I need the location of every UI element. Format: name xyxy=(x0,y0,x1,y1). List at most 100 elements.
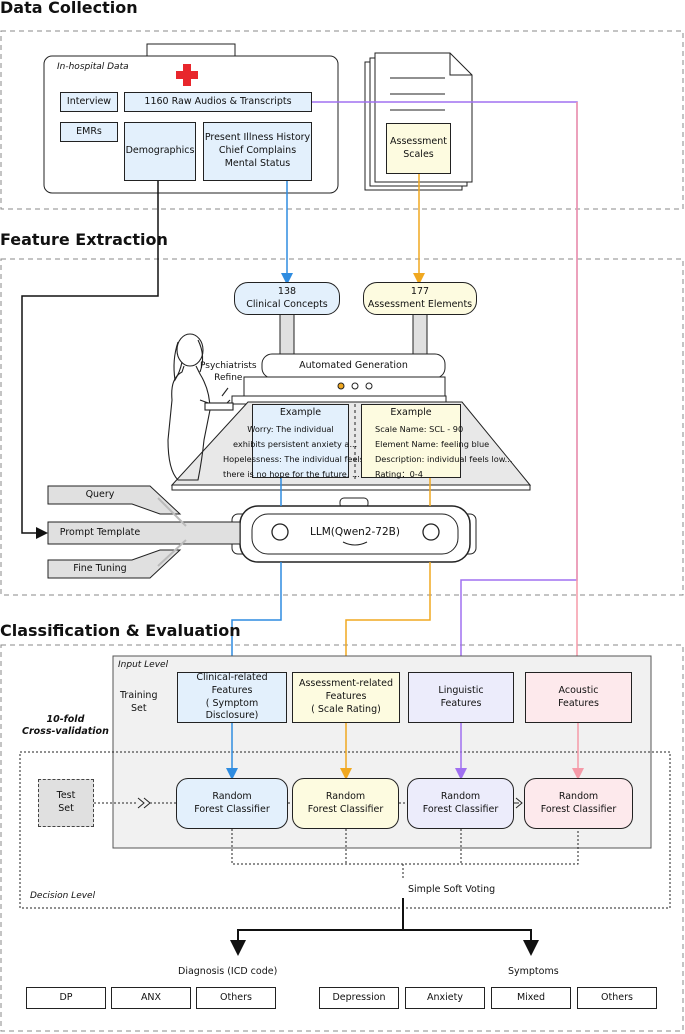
automated-generation-label: Automated Generation xyxy=(299,360,408,371)
input-level-label: Input Level xyxy=(118,660,169,670)
classifier-assessment: Random Forest Classifier xyxy=(292,778,399,829)
clinical-concepts-label: Clinical Concepts xyxy=(246,298,328,310)
chevron-fine-tuning xyxy=(47,549,182,579)
classifier-acoustic-line-1: Random xyxy=(558,790,599,802)
symptom-depression: Depression xyxy=(319,987,399,1009)
cross-validation-label: 10-fold Cross-validation xyxy=(22,714,109,739)
funnel-bottom xyxy=(171,484,531,491)
hospital-handle xyxy=(146,43,236,57)
interview-box: Interview xyxy=(60,92,118,112)
assessment-elements-label: Assessment Elements xyxy=(367,298,473,310)
classification-frame xyxy=(0,644,684,1032)
section-title-data-collection: Data Collection xyxy=(0,0,138,17)
chevron-prompt xyxy=(47,521,241,545)
example-right-line-1: Scale Name: SCL - 90 xyxy=(375,423,464,434)
example-right-line-4: Rating：0-4 xyxy=(375,469,423,479)
chevron-query xyxy=(47,485,182,515)
example-left-line-3: Hopelessness: The individual feels xyxy=(223,453,365,464)
clinical-features-line-3: ( Symptom Disclosure) xyxy=(205,697,259,722)
clinical-features-line-2: Features xyxy=(211,684,253,696)
prompt-template-label: Prompt Template xyxy=(59,527,141,538)
training-line-1: Training xyxy=(120,690,158,701)
symptom-mixed: Mixed xyxy=(491,987,571,1009)
assessment-features-box: Assessment-related Features ( Scale Rati… xyxy=(292,672,400,723)
diagnosis-others: Others xyxy=(196,987,276,1009)
clinical-concepts-bubble: 138 Clinical Concepts xyxy=(234,282,340,315)
classifier-linguistic-line-2: Forest Classifier xyxy=(422,803,499,815)
fine-tuning-label: Fine Tuning xyxy=(73,563,127,574)
psychiatrists-line-1: Psychiatrists xyxy=(200,361,257,371)
arrow-llm-to-clinical xyxy=(226,562,282,674)
example-right-title: Example xyxy=(390,407,432,418)
example-left-box: Example Worry: The individual exhibits p… xyxy=(223,404,364,479)
example-right-box: Example Scale Name: SCL - 90 Element Nam… xyxy=(361,404,513,479)
symptom-anxiety: Anxiety xyxy=(405,987,485,1009)
demographics-box: Demographics xyxy=(124,122,196,181)
history-box: Present Illness History Chief Complains … xyxy=(203,122,312,181)
clinical-features-line-1: Clinical-related xyxy=(196,671,268,683)
emrs-box: EMRs xyxy=(60,122,118,142)
example-right-line-2: Element Name: feeling blue xyxy=(375,438,490,449)
section-title-classification: Classification & Evaluation xyxy=(0,621,241,640)
cross-validation-line-1: 10-fold xyxy=(46,714,85,725)
classifier-clinical-line-2: Forest Classifier xyxy=(194,803,270,815)
diagnosis-anx: ANX xyxy=(111,987,191,1009)
acoustic-features-line-1: Acoustic xyxy=(558,684,599,696)
arrow-llm-to-assessment xyxy=(340,562,431,674)
classifier-assessment-line-2: Forest Classifier xyxy=(307,803,384,815)
classifier-clinical: Random Forest Classifier xyxy=(176,778,288,829)
llm-label: LLM(Qwen2-72B) xyxy=(310,526,400,538)
linguistic-features-line-1: Linguistic xyxy=(438,684,484,696)
connector-right xyxy=(412,313,428,357)
soft-voting-label: Simple Soft Voting xyxy=(408,884,496,895)
acoustic-features-line-2: Features xyxy=(558,697,599,709)
arrow-demographics-to-prompt xyxy=(21,181,159,539)
red-cross-h xyxy=(176,71,198,79)
diagnosis-title: Diagnosis (ICD code) xyxy=(178,966,278,977)
test-set-line-1: Test xyxy=(56,790,76,802)
history-line-2: Chief Complains xyxy=(218,145,297,157)
assessment-scales-box: Assessment Scales xyxy=(386,123,451,174)
data-collection-frame xyxy=(0,30,684,210)
assessment-features-line-2: Features xyxy=(325,691,367,703)
assessment-features-line-1: Assessment-related xyxy=(298,678,394,690)
classifier-assessment-line-1: Random xyxy=(325,790,366,802)
llm-screen xyxy=(251,513,459,555)
diagnosis-dp: DP xyxy=(26,987,106,1009)
query-label: Query xyxy=(85,489,115,500)
psychiatrist-figure xyxy=(167,333,234,481)
assessment-scales-line-2: Scales xyxy=(403,148,434,160)
doc-fold xyxy=(449,53,472,76)
connector-left xyxy=(279,313,295,357)
symptom-others: Others xyxy=(577,987,657,1009)
psychiatrists-refine-label: Psychiatrists Refine xyxy=(200,361,257,384)
classifier-acoustic: Random Forest Classifier xyxy=(524,778,633,829)
example-left-line-4: there is no hope for the future. ... xyxy=(223,469,360,479)
linguistic-features-box: Linguistic Features xyxy=(408,672,514,723)
assessment-features-line-3: ( Scale Rating) xyxy=(311,703,381,715)
example-right-line-3: Description: individual feels low... xyxy=(375,453,513,464)
clinical-features-box: Clinical-related Features ( Symptom Disc… xyxy=(177,672,287,723)
cross-validation-line-2: Cross-validation xyxy=(22,726,109,738)
psychiatrists-line-2: Refine xyxy=(214,372,243,383)
example-left-title: Example xyxy=(279,407,322,418)
assessment-scales-line-1: Assessment xyxy=(390,135,447,147)
acoustic-features-box: Acoustic Features xyxy=(525,672,632,723)
classifier-acoustic-line-2: Forest Classifier xyxy=(540,803,617,815)
raw-audios-box: 1160 Raw Audios & Transcripts xyxy=(124,92,312,112)
training-line-2: Set xyxy=(130,702,147,714)
machine-body xyxy=(243,376,446,398)
clinical-concepts-count: 138 xyxy=(277,285,297,297)
in-hospital-label: In-hospital Data xyxy=(57,62,129,72)
classifier-linguistic: Random Forest Classifier xyxy=(407,778,514,829)
assessment-elements-bubble: 177 Assessment Elements xyxy=(363,282,477,315)
symptoms-title: Symptoms xyxy=(508,966,559,977)
assessment-elements-count: 177 xyxy=(410,285,430,297)
decision-level-frame xyxy=(19,751,671,909)
training-set-label: Training Set xyxy=(120,690,158,716)
linguistic-features-line-2: Features xyxy=(440,697,482,709)
section-title-feature-extraction: Feature Extraction xyxy=(0,230,168,249)
classifier-clinical-line-1: Random xyxy=(212,790,252,802)
classifier-linguistic-line-1: Random xyxy=(440,790,481,802)
